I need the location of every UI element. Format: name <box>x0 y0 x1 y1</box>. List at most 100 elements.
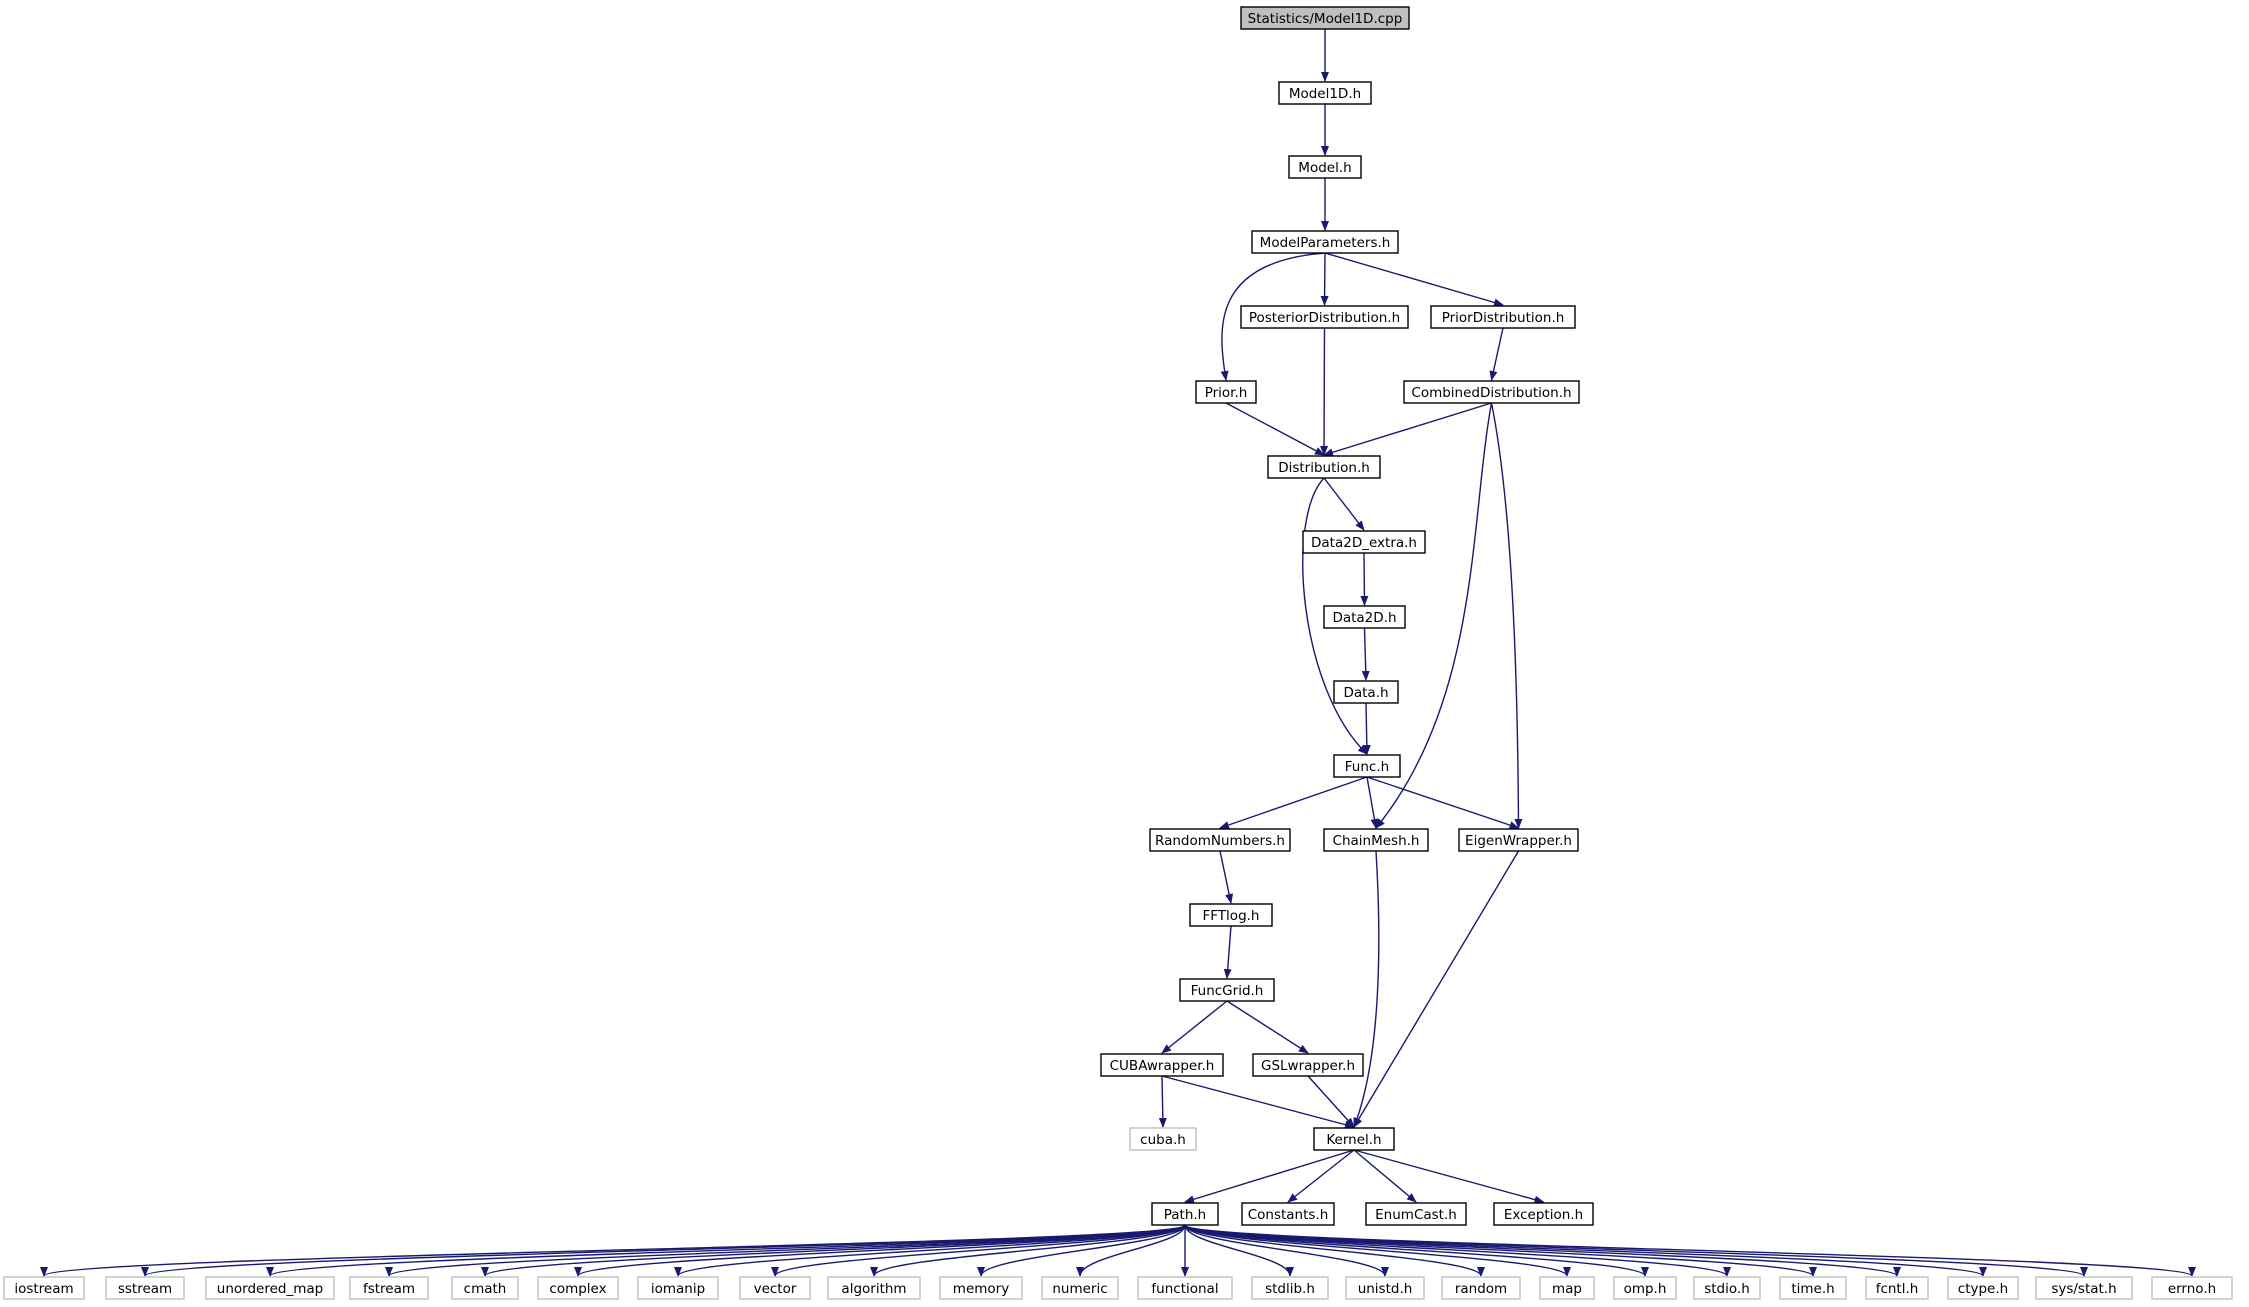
node-label: complex <box>549 1281 606 1297</box>
node-box <box>1613 1276 1677 1300</box>
node-funcgrid-h[interactable]: FuncGrid.h <box>1179 978 1275 1002</box>
edge-path <box>1161 1000 1228 1054</box>
node-func-h[interactable]: Func.h <box>1333 754 1401 778</box>
node-box <box>1323 605 1406 629</box>
node-box <box>1365 1202 1467 1226</box>
edge-path <box>1366 776 1379 829</box>
node-combineddistribution-h[interactable]: CombinedDistribution.h <box>1403 380 1580 404</box>
edge-layer <box>40 29 2196 1277</box>
node-chainmesh-h[interactable]: ChainMesh.h <box>1323 828 1429 852</box>
node-label: map <box>1552 1281 1582 1297</box>
edge-path_h-to-unistd_h <box>1184 1224 1389 1277</box>
edge-path <box>1360 552 1369 606</box>
node-label: sys/stat.h <box>2051 1281 2116 1297</box>
node-box <box>105 1276 185 1300</box>
edge-path <box>1219 850 1234 904</box>
node-label: Distribution.h <box>1278 460 1370 476</box>
edge-prior_h-to-distribution_h <box>1225 402 1325 456</box>
edge-path <box>1225 402 1325 456</box>
node-kernel-h[interactable]: Kernel.h <box>1313 1127 1395 1151</box>
node-distribution-h[interactable]: Distribution.h <box>1267 455 1381 479</box>
edge-path_h-to-map <box>1184 1224 1571 1277</box>
node-label: Constants.h <box>1248 1207 1329 1223</box>
node-data-h[interactable]: Data.h <box>1333 680 1399 704</box>
edge-gslwrapper_h-to-kernel_h <box>1307 1075 1355 1128</box>
node-label: cuba.h <box>1140 1132 1186 1148</box>
node-cubawrapper-h[interactable]: CUBAwrapper.h <box>1100 1053 1224 1077</box>
edge-path <box>1324 252 1504 307</box>
node-complex: complex <box>537 1276 619 1300</box>
edge-path <box>1490 402 1523 829</box>
edge-path_h-to-algorithm <box>870 1224 1186 1277</box>
edge-path <box>1219 776 1368 829</box>
node-label: Func.h <box>1345 759 1389 775</box>
node-label: ctype.h <box>1958 1281 2008 1297</box>
node-priordistribution-h[interactable]: PriorDistribution.h <box>1430 305 1576 329</box>
node-posteriordistribution-h[interactable]: PosteriorDistribution.h <box>1240 305 1409 329</box>
node-ctype-h: ctype.h <box>1947 1276 2019 1300</box>
node-numeric: numeric <box>1041 1276 1119 1300</box>
node-data2d-extra-h[interactable]: Data2D_extra.h <box>1302 530 1426 554</box>
node-box <box>1323 828 1429 852</box>
edge-path_h-to-vector <box>771 1224 1186 1277</box>
node-box <box>1947 1276 2019 1300</box>
node-label: fstream <box>363 1281 415 1297</box>
node-data2d-h[interactable]: Data2D.h <box>1323 605 1406 629</box>
node-box <box>1137 1276 1233 1300</box>
node-label: FFTlog.h <box>1203 908 1260 924</box>
node-iostream: iostream <box>3 1276 85 1300</box>
node-model-h[interactable]: Model.h <box>1288 155 1362 179</box>
node-label: unistd.h <box>1358 1281 1413 1297</box>
node-eigenwrapper-h[interactable]: EigenWrapper.h <box>1458 828 1579 852</box>
node-exception-h[interactable]: Exception.h <box>1493 1202 1594 1226</box>
edge-path <box>1307 1075 1355 1128</box>
node-gslwrapper-h[interactable]: GSLwrapper.h <box>1252 1053 1364 1077</box>
node-unordered-map: unordered_map <box>205 1276 335 1300</box>
node-box <box>637 1276 719 1300</box>
node-box <box>1278 81 1372 105</box>
node-box <box>1251 1276 1329 1300</box>
node-box <box>1195 380 1257 404</box>
node-box <box>1189 903 1273 927</box>
node-fftlog-h[interactable]: FFTlog.h <box>1189 903 1273 927</box>
node-prior-h[interactable]: Prior.h <box>1195 380 1257 404</box>
node-model1d-cpp[interactable]: Statistics/Model1D.cpp <box>1240 6 1410 30</box>
node-box <box>1149 828 1291 852</box>
node-randomnumbers-h[interactable]: RandomNumbers.h <box>1149 828 1291 852</box>
node-label: iomanip <box>651 1281 705 1297</box>
node-iomanip: iomanip <box>637 1276 719 1300</box>
node-label: CUBAwrapper.h <box>1110 1058 1215 1074</box>
node-box <box>349 1276 429 1300</box>
node-label: random <box>1455 1281 1507 1297</box>
node-box <box>1288 155 1362 179</box>
node-box <box>739 1276 811 1300</box>
node-label: sstream <box>118 1281 172 1297</box>
edge-combineddistribution_h-to-distribution_h <box>1323 402 1492 457</box>
node-label: unordered_map <box>217 1281 323 1297</box>
node-box <box>1345 1276 1425 1300</box>
node-enumcast-h[interactable]: EnumCast.h <box>1365 1202 1467 1226</box>
node-box <box>1403 380 1580 404</box>
edge-funcgrid_h-to-gslwrapper_h <box>1226 1000 1309 1054</box>
node-modelparameters-h[interactable]: ModelParameters.h <box>1251 230 1399 254</box>
node-box <box>205 1276 335 1300</box>
node-model1d-h[interactable]: Model1D.h <box>1278 81 1372 105</box>
edge-path <box>1184 1224 1649 1277</box>
edge-data_h-to-func_h <box>1362 702 1371 755</box>
edge-path <box>1375 402 1493 829</box>
edge-path_h-to-complex <box>574 1224 1186 1277</box>
node-label: stdio.h <box>1704 1281 1750 1297</box>
node-path-h[interactable]: Path.h <box>1151 1202 1219 1226</box>
edge-path <box>1184 1224 1389 1277</box>
node-box <box>1779 1276 1847 1300</box>
edge-func_h-to-chainmesh_h <box>1366 776 1379 829</box>
edge-combineddistribution_h-to-eigenwrapper_h <box>1490 402 1523 829</box>
edge-kernel_h-to-constants_h <box>1287 1149 1355 1203</box>
node-vector: vector <box>739 1276 811 1300</box>
edge-distribution_h-to-data2d_extra_h <box>1323 477 1365 531</box>
edge-path <box>1320 327 1329 456</box>
edge-cubawrapper_h-to-kernel_h <box>1161 1075 1355 1129</box>
node-constants-h[interactable]: Constants.h <box>1241 1202 1335 1226</box>
edge-modelparameters_h-to-posteriordistribution_h <box>1320 252 1329 306</box>
edge-path_h-to-omp_h <box>1184 1224 1649 1277</box>
